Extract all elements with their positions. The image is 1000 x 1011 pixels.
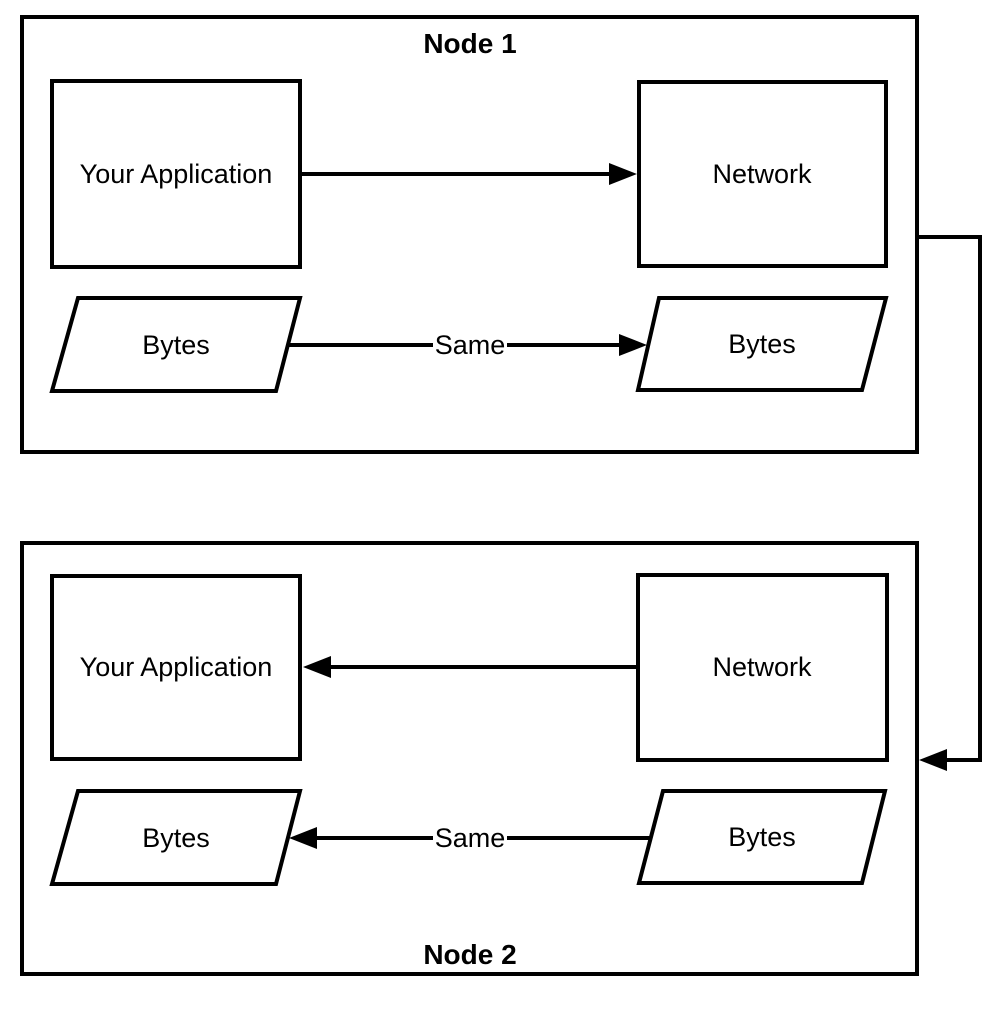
node1-to-node2-connector-line	[915, 235, 982, 762]
node1-same-label: Same	[435, 330, 506, 360]
node1-bytes-source-label: Bytes	[142, 330, 210, 360]
node2-same-arrowhead	[289, 827, 317, 849]
node1-app-to-network-arrowhead	[609, 163, 637, 185]
node1-same-label-bg	[433, 330, 507, 358]
node1-bytes-dest-label: Bytes	[728, 329, 796, 359]
node1-application-box	[50, 79, 302, 269]
node2-network-label: Network	[712, 652, 812, 682]
node2-network-box	[636, 573, 889, 762]
internode-connector-group	[915, 235, 982, 771]
node2-bytes-source-shape	[636, 789, 888, 885]
node2-same-label-bg	[433, 823, 507, 851]
node2-title: Node 2	[423, 939, 516, 970]
node1-to-node2-connector-arrowhead	[919, 749, 947, 771]
node1-same-arrowhead	[619, 334, 647, 356]
node1-network-label: Network	[712, 159, 812, 189]
node1-network-box	[637, 80, 888, 268]
node1-group: Node 1 Your Application Network Bytes By…	[20, 15, 919, 454]
node2-group: Node 2 Your Application Network Bytes By…	[20, 541, 919, 976]
node1-bytes-dest-shape	[635, 296, 889, 392]
node2-application-box	[50, 574, 302, 761]
node2-bytes-dest-label: Bytes	[142, 823, 210, 853]
node1-bytes-source-shape	[49, 296, 303, 393]
node2-network-to-app-arrowhead	[303, 656, 331, 678]
node1-title: Node 1	[423, 28, 516, 59]
node2-same-label: Same	[435, 823, 506, 853]
node1-application-label: Your Application	[80, 159, 273, 189]
node2-application-label: Your Application	[80, 652, 273, 682]
node2-bytes-source-label: Bytes	[728, 822, 796, 852]
node2-bytes-dest-shape	[49, 789, 303, 886]
